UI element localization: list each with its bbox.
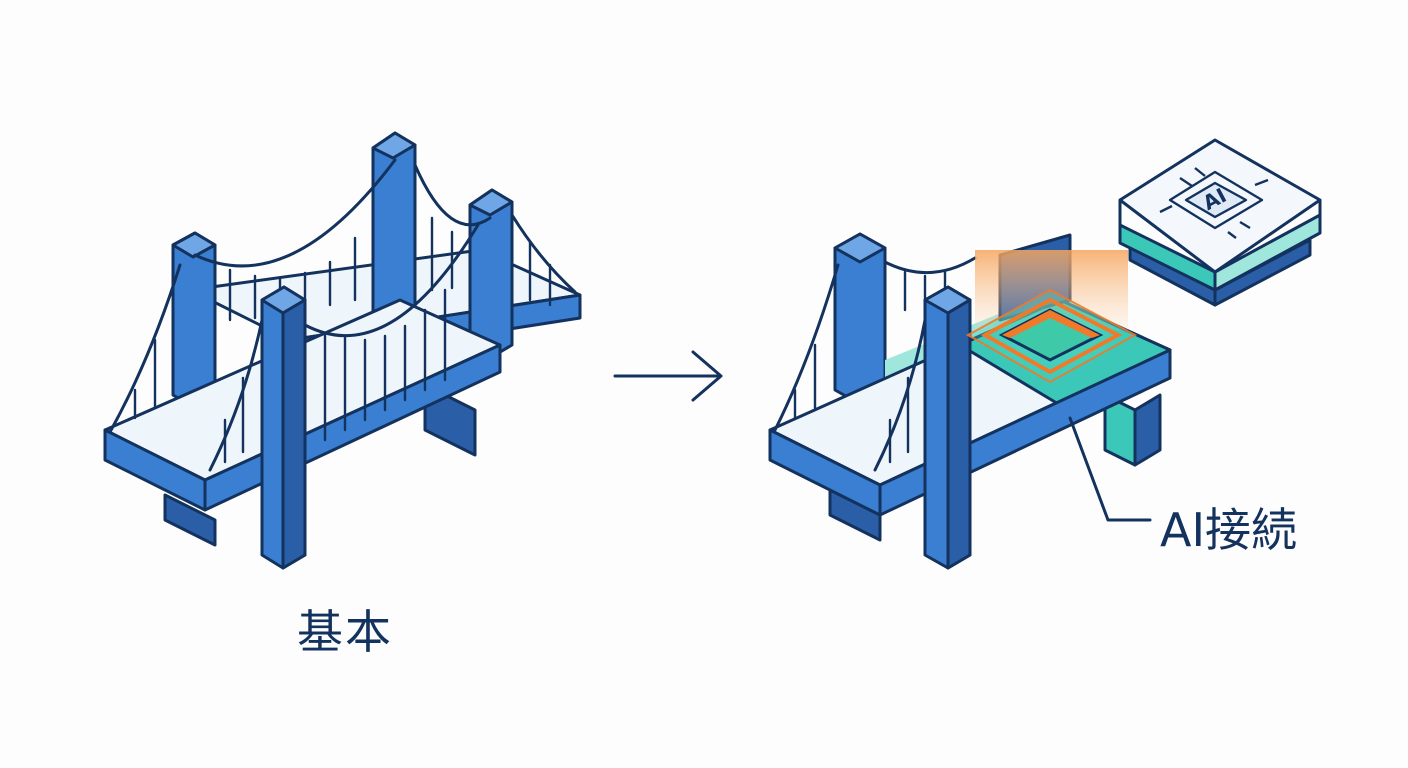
basic-label: 基本: [297, 605, 393, 659]
ai-connection-label: AI接続: [1160, 503, 1298, 557]
glow-socket-icon: [965, 288, 1138, 384]
right-arrow-icon: [613, 350, 723, 402]
basic-bridge: [103, 131, 582, 570]
ai-chip-icon: [1118, 138, 1322, 307]
